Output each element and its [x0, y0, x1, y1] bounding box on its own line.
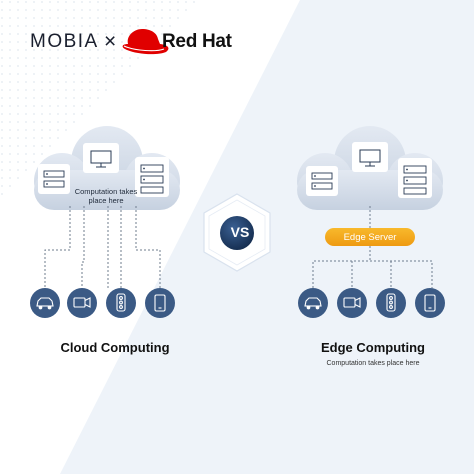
car-device — [298, 288, 328, 318]
server-icon — [38, 164, 70, 194]
vs-badge — [220, 216, 254, 250]
tablet-device — [145, 288, 175, 318]
edge-computing-title: Edge Computing — [321, 340, 425, 355]
camera-device — [67, 288, 97, 318]
logo-separator: × — [104, 30, 117, 53]
monitor-icon — [352, 142, 388, 172]
camera-icon — [343, 297, 361, 308]
tablet-icon — [424, 294, 436, 312]
mobia-logo: MOBIA — [30, 31, 99, 52]
camera-icon — [73, 297, 91, 308]
car-device — [30, 288, 60, 318]
redhat-logo-text: Red Hat — [162, 31, 232, 52]
monitor-icon — [83, 143, 119, 173]
connector-lines — [44, 206, 161, 288]
edge-computation-note: Computation takes place here — [326, 360, 420, 367]
tablet-icon — [154, 294, 166, 312]
connector-lines — [312, 206, 433, 288]
cloud-computing-title: Cloud Computing — [60, 340, 170, 355]
server-icon — [306, 166, 338, 196]
cloud-computation-note: Computation takes place here — [74, 187, 138, 205]
device-row-left — [30, 288, 175, 318]
redhat-logo-icon — [122, 29, 169, 55]
car-icon — [304, 297, 322, 310]
edge-server-badge: Edge Server — [325, 228, 415, 246]
vs-label: VS — [230, 224, 250, 240]
traffic-light-icon — [386, 293, 396, 312]
edge-server-label: Edge Server — [343, 231, 397, 243]
camera-device — [337, 288, 367, 318]
server-icon — [135, 157, 169, 197]
device-row-right — [298, 288, 445, 318]
traffic-light-icon — [116, 293, 126, 312]
traffic-light-device — [376, 288, 406, 318]
traffic-light-device — [106, 288, 136, 318]
server-icon — [398, 158, 432, 198]
tablet-device — [415, 288, 445, 318]
car-icon — [36, 297, 54, 310]
